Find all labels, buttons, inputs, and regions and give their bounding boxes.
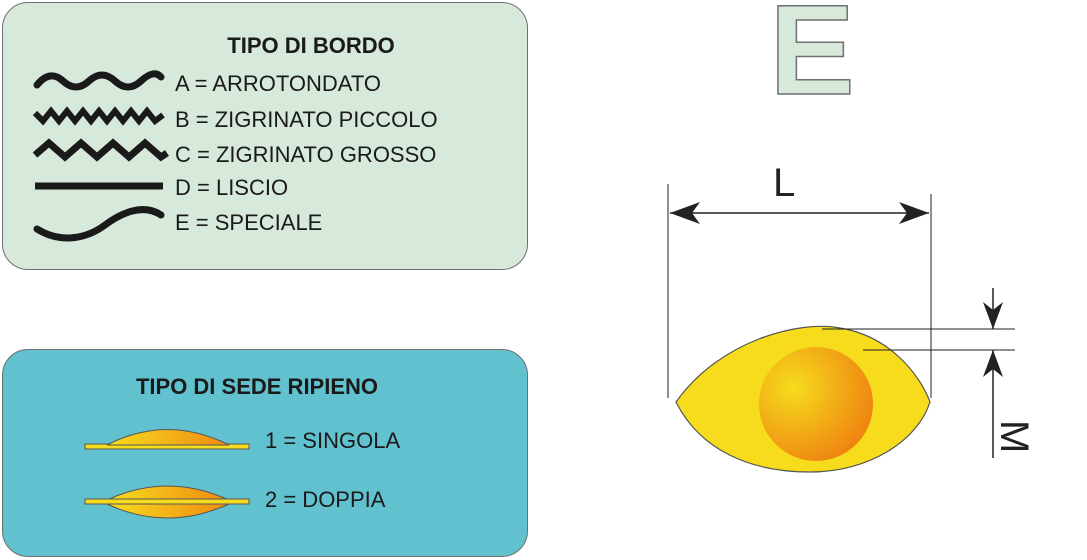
edge-type-title: TIPO DI BORDO — [227, 33, 395, 58]
small-zigzag-icon — [32, 106, 165, 126]
height-label: M — [992, 420, 1036, 454]
filling-seat-type-panel: TIPO DI SEDE RIPIENO 1 = SINGOLA 2 = DOP… — [2, 349, 528, 557]
filling-seat-type-title: TIPO DI SEDE RIPIENO — [135, 374, 379, 399]
straight-line-icon — [35, 182, 163, 190]
s-curve-icon — [33, 206, 165, 242]
filling-circle — [759, 347, 873, 461]
edge-type-d-label: D = LISCIO — [175, 175, 289, 200]
pasta-shape-diagram — [667, 184, 1015, 473]
rounded-wave-icon — [33, 70, 165, 91]
height-arrow-top — [983, 302, 1003, 329]
single-seat-icon — [84, 429, 250, 450]
seat-type-2-label: 2 = DOPPIA — [265, 487, 386, 512]
edge-type-b-label: B = ZIGRINATO PICCOLO — [175, 107, 438, 132]
height-arrow-bottom — [983, 350, 1003, 377]
edge-type-e-label: E = SPECIALE — [175, 210, 323, 235]
large-zigzag-icon — [32, 138, 169, 162]
edge-type-panel: TIPO DI BORDO A = ARROTONDATO B = ZIGRIN… — [2, 2, 528, 270]
double-seat-icon — [84, 485, 250, 519]
edge-type-a-label: A = ARROTONDATO — [175, 71, 382, 96]
seat-type-1-label: 1 = SINGOLA — [265, 428, 401, 453]
length-label: L — [773, 161, 796, 205]
edge-type-c-label: C = ZIGRINATO GROSSO — [175, 142, 437, 167]
selected-type-letter: E — [769, 0, 856, 122]
